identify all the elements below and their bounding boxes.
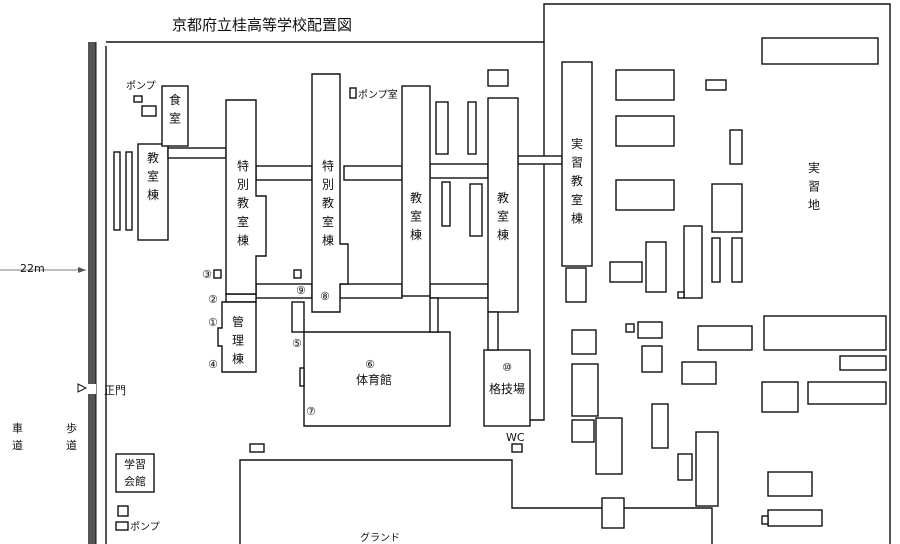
- pump-room-label: ポンプ室: [358, 88, 398, 101]
- marker-4: ④: [208, 358, 218, 371]
- roadway-label: 車道: [12, 421, 23, 452]
- building-special-2: [311, 73, 349, 313]
- building-classroom-west: [113, 143, 169, 241]
- marker-5: ⑤: [292, 337, 302, 350]
- building-admin: [217, 301, 257, 373]
- marker-6: ⑥: [365, 358, 375, 371]
- cafeteria-label: 食室: [169, 92, 181, 126]
- marker-7: ⑦: [306, 405, 316, 418]
- sidewalk-label: 歩道: [66, 421, 77, 452]
- gym-label: 体育館: [356, 372, 392, 387]
- building-study-hall: [115, 453, 155, 531]
- marker-9: ⑨: [296, 284, 306, 297]
- building-special-1: [225, 99, 267, 295]
- pump-topleft-label: ポンプ: [126, 80, 156, 92]
- road: [0, 42, 97, 544]
- corridors: [167, 147, 563, 303]
- study-hall-label: 学習会館: [124, 457, 146, 488]
- marker-box-ventral: [293, 269, 302, 279]
- small-shed: [249, 443, 265, 453]
- classroom-west-label: 教室棟: [147, 150, 159, 202]
- marker-box-3: [213, 269, 222, 279]
- practical-land-plots: [571, 37, 887, 529]
- pump-bottom-label: ポンプ: [130, 521, 160, 533]
- pump-room-box: [349, 87, 357, 99]
- marker-3: ③: [202, 268, 212, 281]
- marker-10: ⑩: [502, 361, 512, 374]
- main-gate-label: 正門: [104, 384, 126, 397]
- road-width-arrow-icon: [78, 267, 86, 273]
- building-dojo: [483, 311, 531, 427]
- classroom-east-label: 教室棟: [497, 190, 509, 242]
- classroom-mid-label: 教室棟: [410, 190, 422, 242]
- practical-classroom-label: 実習教室棟: [571, 136, 583, 225]
- dojo-label: 格技場: [489, 381, 525, 396]
- building-classroom-east: [467, 69, 519, 313]
- building-gymnasium: [291, 297, 451, 427]
- special-2-label: 特別教室棟: [322, 158, 334, 247]
- road-width-label: 22m: [20, 262, 45, 275]
- marker-8: ⑧: [320, 290, 330, 303]
- gate-arrow-icon: [77, 383, 88, 393]
- marker-1: ①: [208, 316, 218, 329]
- building-classroom-mid: [401, 85, 451, 297]
- practical-land-label: 実習地: [808, 160, 820, 212]
- marker-2: ②: [208, 293, 218, 306]
- special-1-label: 特別教室棟: [237, 158, 249, 247]
- ground-label: グランド: [360, 531, 400, 544]
- building-cafeteria: [133, 85, 189, 147]
- admin-label: 管理棟: [232, 314, 244, 366]
- wc-label: WC: [506, 431, 525, 444]
- wc-box: [511, 443, 523, 453]
- map-title: 京都府立桂高等学校配置図: [172, 16, 352, 34]
- building-practical-classroom: [561, 61, 593, 303]
